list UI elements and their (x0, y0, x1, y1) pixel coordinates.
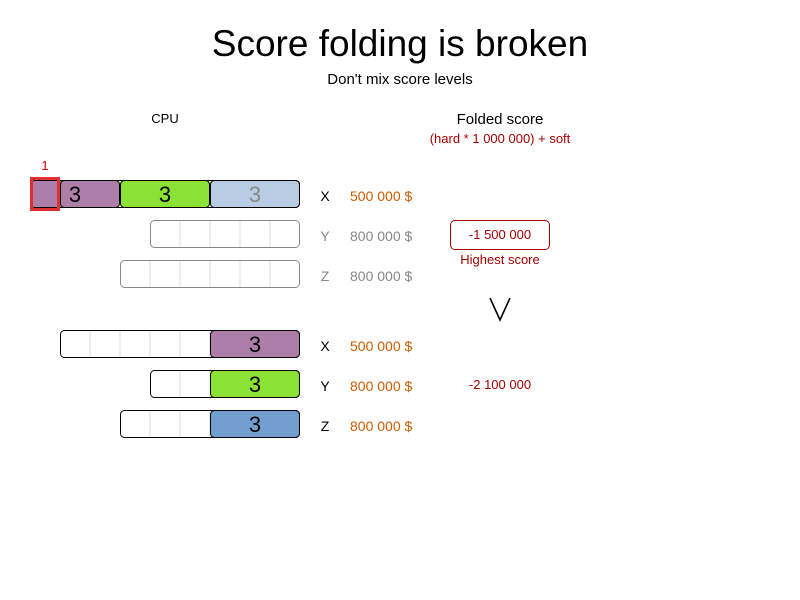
computer-y-label-b: Y (320, 378, 330, 394)
computer-z-cost-b: 800 000 $ (350, 418, 413, 434)
computer-x-label-b: X (320, 338, 330, 354)
better-than-symbol (489, 297, 511, 322)
score-b-label: -2 100 000 (468, 377, 532, 392)
computer-y-cost-b: 800 000 $ (350, 378, 413, 394)
cpu-column-label: CPU (151, 111, 179, 126)
computer-z-a-capacity-box (120, 260, 300, 288)
computer-y-a-capacity-box (150, 220, 300, 248)
overload-marker-label: 1 (41, 158, 49, 173)
computer-z-cost-a: 800 000 $ (350, 268, 413, 284)
computer-x-a-capacity-box (60, 180, 300, 208)
diagram-subtitle: Don't mix score levels (327, 71, 473, 88)
computer-y-b-capacity-box (150, 370, 300, 398)
computer-z-label-a: Z (320, 268, 330, 284)
computer-x-a-process-3-value: 3 (69, 182, 81, 207)
computer-z-label-b: Z (320, 418, 330, 434)
computer-y-cost-a: 800 000 $ (350, 228, 413, 244)
computer-z-b-process-1-value: 3 (249, 412, 261, 437)
computer-x-cost-b: 500 000 $ (350, 338, 413, 354)
folded-score-formula: (hard * 1 000 000) + soft (429, 131, 571, 146)
score-a-box: -1 500 000 (450, 220, 550, 250)
computer-y-label-a: Y (320, 228, 330, 244)
computer-x-label-a: X (320, 188, 330, 204)
computer-x-cost-a: 500 000 $ (350, 188, 413, 204)
diagram-title: Score folding is broken (211, 23, 589, 64)
highest-score-label: Highest score (460, 252, 540, 267)
computer-x-a-process-1-value: 3 (249, 182, 261, 207)
computer-y-b-process-1-value: 3 (249, 372, 261, 397)
computer-x-b-process-1-value: 3 (249, 332, 261, 357)
computer-x-a-process-2-value: 3 (159, 182, 171, 207)
computer-z-b-capacity-box (120, 410, 300, 438)
folded-score-heading: Folded score (456, 111, 544, 128)
computer-x-b-capacity-box (60, 330, 300, 358)
computer-x-a-overload-highlight (30, 177, 60, 211)
